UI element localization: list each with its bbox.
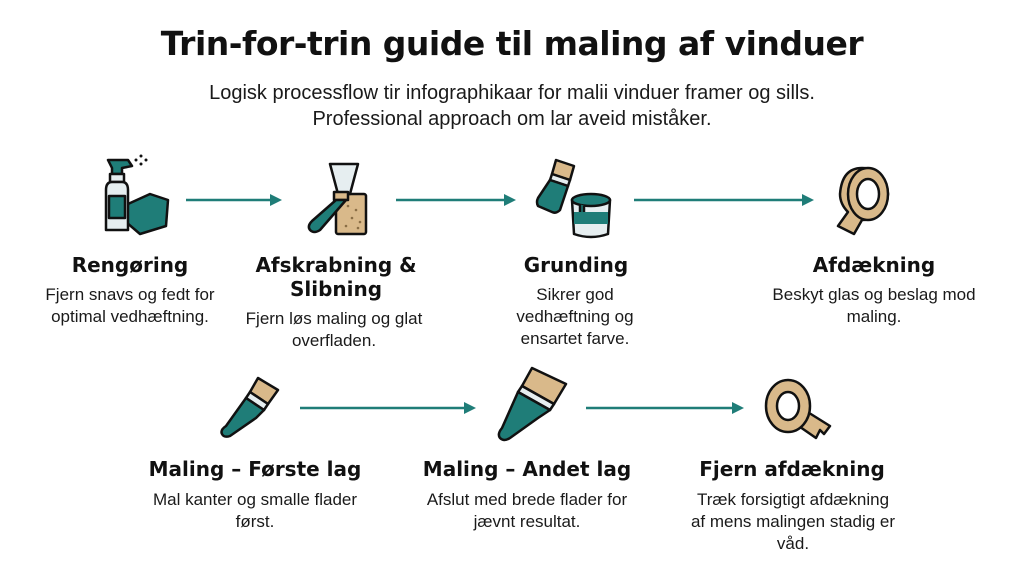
step-desc-forste-lag: Mal kanter og smalle flader først. (152, 490, 358, 531)
step-title-grunding: Grunding (523, 253, 629, 277)
subtitle-line-2: Professional approach om lar aveid mistå… (312, 108, 712, 130)
subtitle-line-1: Logisk processflow tir infographikaar fo… (209, 82, 815, 104)
step-title-andet-lag: Maling – Andet lag (422, 457, 632, 481)
step-title-afskrabning: Afskrabning & Slibning (255, 253, 417, 301)
step-title-afdaekning: Afdækning (812, 253, 936, 277)
step-title-rengoring: Rengøring (71, 253, 189, 277)
spray-bottle-cloth-icon (104, 154, 170, 236)
tape-roll-icon (764, 378, 832, 440)
step-desc-afdaekning: Beskyt glas og beslag mod maling. (772, 285, 976, 326)
step-title-forste-lag: Maling – Første lag (148, 457, 362, 481)
flow-arrow-1 (186, 194, 282, 206)
step-desc-afskrabning: Fjern løs maling og glat overfladen. (245, 309, 423, 350)
masking-tape-icon (836, 166, 890, 236)
page-subtitle: Logisk processflow tir infographikaar fo… (0, 80, 1024, 132)
scraper-sandpaper-icon (307, 162, 368, 236)
step-desc-andet-lag: Afslut med brede flader for jævnt result… (426, 490, 628, 531)
page-title: Trin-for-trin guide til maling af vindue… (160, 24, 864, 63)
flow-arrow-4 (300, 402, 476, 414)
flow-arrow-5 (586, 402, 744, 414)
step-desc-rengoring: Fjern snavs og fedt for optimal vedhæftn… (45, 285, 215, 326)
flow-arrow-3 (634, 194, 814, 206)
step-title-fjern-afdaekning: Fjern afdækning (699, 457, 885, 481)
brush-paint-can-icon (535, 158, 612, 239)
small-brush-icon (220, 376, 280, 438)
step-desc-fjern-afdaekning: Træk forsigtigt afdækning af mens maling… (690, 490, 896, 553)
step-desc-grunding: Sikrer god vedhæftning og ensartet farve… (516, 285, 634, 348)
wide-brush-icon (497, 366, 568, 442)
flow-arrow-2 (396, 194, 516, 206)
